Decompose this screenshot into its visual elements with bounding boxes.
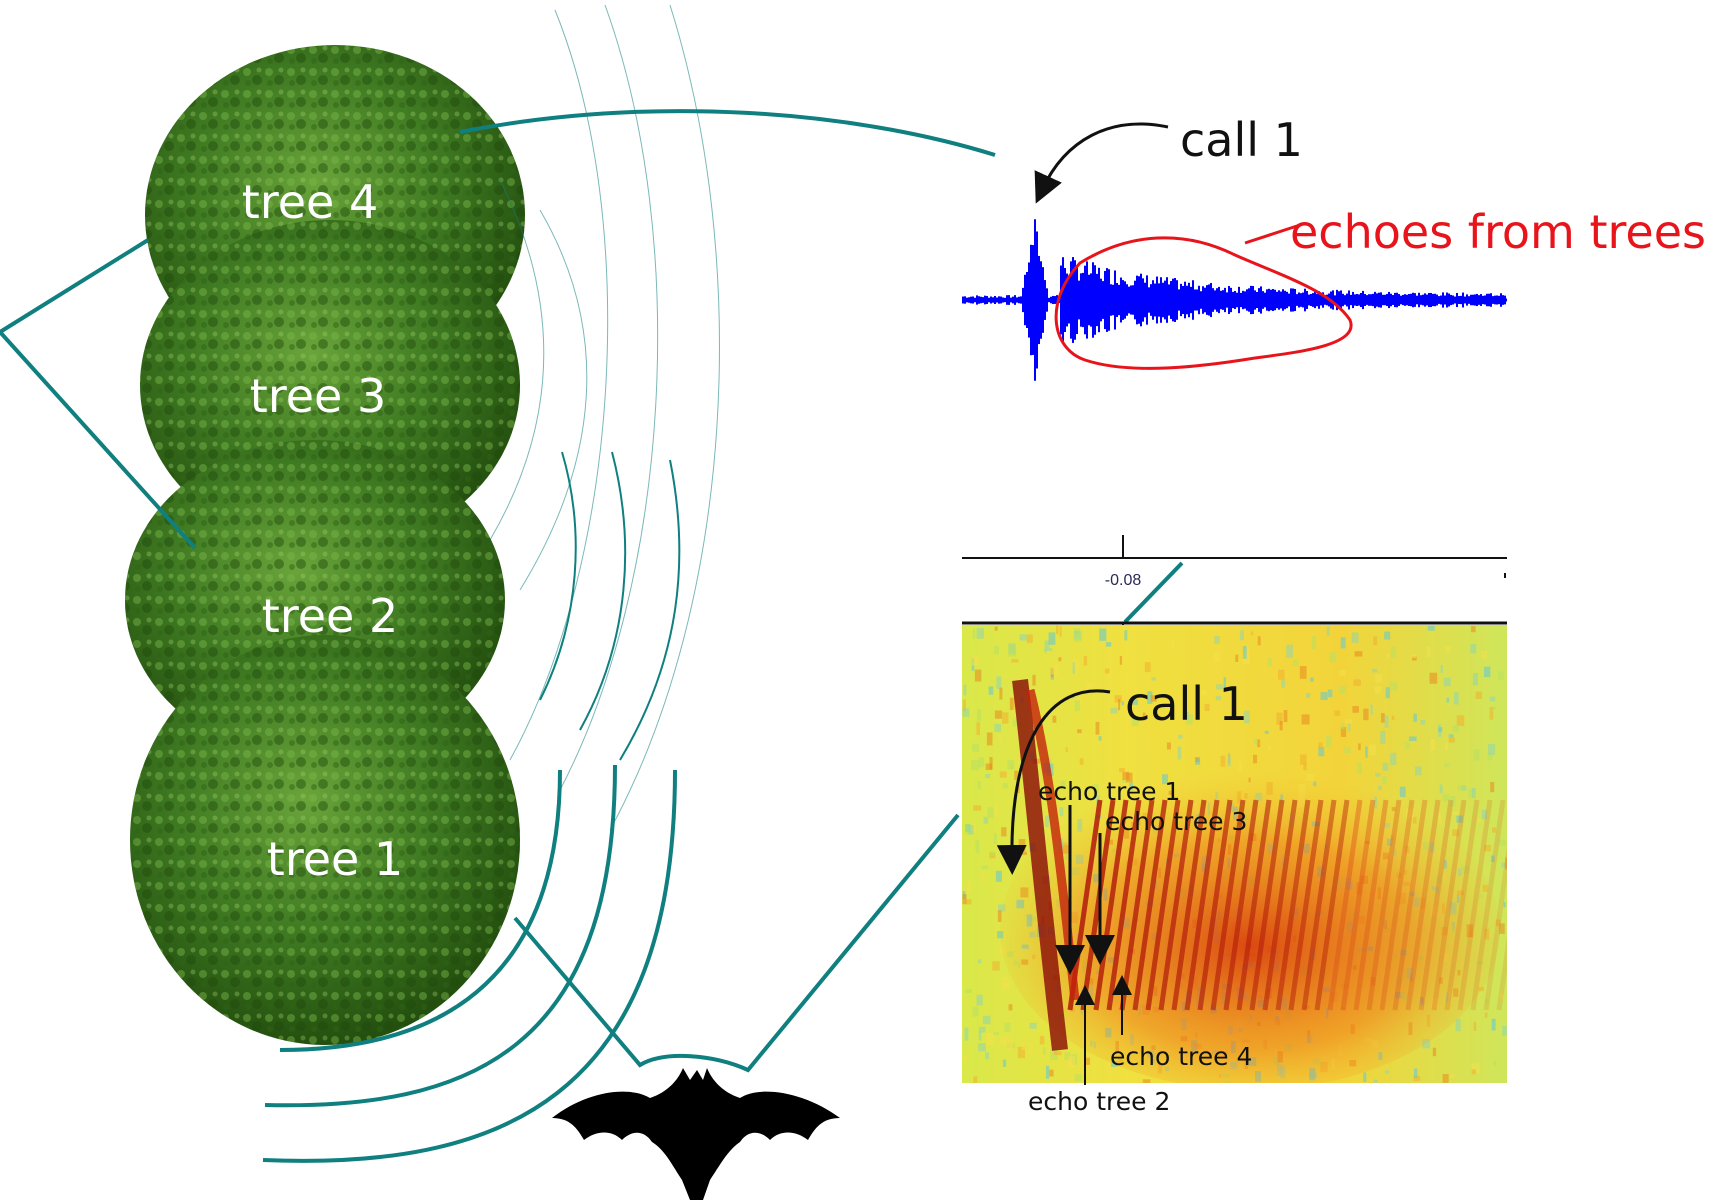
- echoes-pointer-line: [1244, 223, 1301, 245]
- waveform-panel: call 1 echoes from trees: [962, 113, 1706, 381]
- tree-canopy-icon: [130, 635, 520, 1045]
- tree-1-label: tree 1: [267, 832, 403, 886]
- call-1-arrow: [1034, 122, 1169, 204]
- connector-bat-to-spectrogram: [513, 813, 960, 1073]
- spectrogram-panel: -0.08 call 1 echo tree 1 echo tree 3 ech…: [962, 535, 1507, 1116]
- tree-4-label: tree 4: [242, 175, 378, 229]
- spectrogram-call-arrow: [996, 689, 1111, 875]
- tree-1: tree 1: [130, 635, 520, 1045]
- connector-to-time-axis: [1123, 561, 1184, 624]
- bat-silhouette-icon: [552, 1068, 840, 1200]
- connector-tree4-to-waveform: [459, 109, 996, 157]
- connector-tree-bracket: [0, 238, 197, 550]
- sound-waves-strong: [262, 451, 681, 1163]
- spectrogram-call-label: call 1: [1125, 677, 1248, 731]
- waveform-signal: [962, 219, 1506, 381]
- connector-lines: [0, 109, 1184, 1073]
- spectrogram-call-trace: [1012, 679, 1068, 1051]
- echoes-from-trees-label: echoes from trees: [1290, 205, 1706, 259]
- sound-waves-faint: [489, 4, 720, 831]
- tree-2-label: tree 2: [262, 589, 398, 643]
- tree-3-label: tree 3: [250, 369, 386, 423]
- echo-tree-2-label: echo tree 2: [1028, 1087, 1170, 1116]
- echo-tree-4-label: echo tree 4: [1110, 1042, 1252, 1071]
- echoes-outline: [1054, 236, 1353, 370]
- waveform-call-label: call 1: [1180, 113, 1303, 167]
- echo-tree-3-label: echo tree 3: [1105, 807, 1247, 836]
- time-axis-tick-label: -0.08: [1105, 572, 1142, 589]
- echo-tree-1-label: echo tree 1: [1038, 777, 1180, 806]
